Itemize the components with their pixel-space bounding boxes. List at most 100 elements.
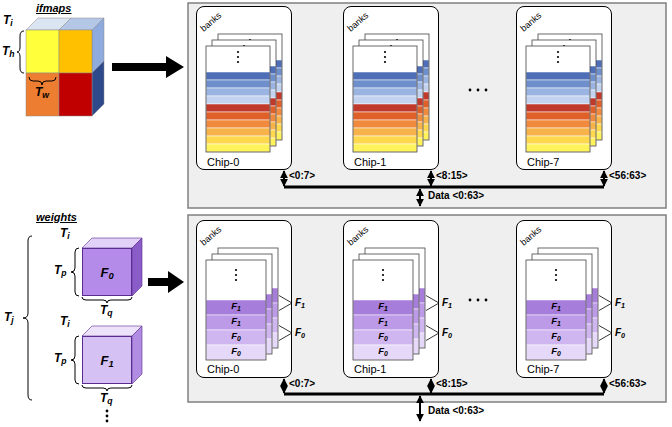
- bank-row: [526, 96, 590, 104]
- data-port: [419, 189, 421, 206]
- subscript: p: [61, 268, 66, 278]
- bank-row: [206, 88, 270, 96]
- dot: [235, 269, 237, 271]
- bank-row: [353, 72, 417, 80]
- bank-row: [526, 136, 590, 144]
- bank-page: [206, 46, 270, 152]
- bank-row: [206, 345, 266, 360]
- filter-tag: F0: [442, 327, 452, 339]
- chip-ground: [196, 220, 292, 378]
- filter-label: F0: [100, 265, 113, 280]
- subscript: 1: [448, 301, 452, 310]
- bank-page: [206, 260, 266, 360]
- subscript: 1: [301, 301, 305, 310]
- dimension: Th: [2, 45, 15, 59]
- fan-line: [279, 296, 292, 311]
- brace: [17, 31, 24, 73]
- fan-line: [599, 326, 612, 341]
- chip-label: Chip-1: [354, 363, 386, 376]
- ellipsis-dot: [106, 415, 109, 418]
- stripe-label: F1: [206, 316, 266, 327]
- bank-outline: [353, 46, 417, 152]
- bus-label: Data <0:63>: [428, 190, 484, 202]
- stripe-label: F1: [526, 301, 586, 312]
- brace: [23, 236, 32, 400]
- subscript: 0: [557, 335, 561, 342]
- data-port: [419, 396, 421, 421]
- bank-row: [206, 315, 266, 330]
- bank-row: [526, 128, 590, 136]
- dot: [237, 61, 239, 63]
- subscript: q: [107, 396, 112, 406]
- dimension: Ti: [3, 14, 13, 28]
- chip-label: Chip-1: [354, 156, 386, 169]
- subscript: q: [107, 308, 112, 318]
- data-bus: [284, 186, 604, 189]
- bit-range: <8:15>: [436, 378, 468, 390]
- dimension: Tq: [100, 392, 113, 406]
- bank-row: [526, 88, 590, 96]
- bank-outline: [206, 46, 270, 152]
- subscript: 0: [301, 331, 305, 340]
- bank-row: [526, 104, 590, 112]
- subscript: 1: [557, 305, 561, 312]
- bank-outline: [206, 260, 266, 360]
- ellipsis-dot: [485, 299, 488, 302]
- chip-box: Chip-7: [516, 220, 612, 378]
- subscript: i: [67, 231, 69, 241]
- brace: [71, 336, 79, 384]
- chip-box: Chip-7: [516, 6, 612, 170]
- bank-row: [526, 345, 586, 360]
- bank-row: [353, 80, 417, 88]
- bit-range: <56:63>: [609, 170, 646, 182]
- cube-top: [82, 238, 142, 248]
- dot: [555, 269, 557, 271]
- stripe-label: F0: [206, 346, 266, 357]
- bank-row: [206, 136, 270, 144]
- bank-row: [206, 128, 270, 136]
- bank-row: [526, 80, 590, 88]
- subscript: 0: [108, 271, 113, 281]
- bank-row: [206, 112, 270, 120]
- bit-range: <56:63>: [609, 378, 646, 390]
- dimension: Ti: [60, 227, 70, 241]
- subscript: j: [11, 315, 13, 325]
- ellipsis-dot: [106, 410, 109, 413]
- bank-row: [353, 112, 417, 120]
- cube-side: [92, 61, 104, 116]
- memory-panel: [188, 3, 666, 208]
- chip-label: Chip-7: [527, 156, 559, 169]
- dot: [557, 56, 559, 58]
- bank-row: [353, 144, 417, 152]
- bank-row: [353, 345, 413, 360]
- dot: [235, 274, 237, 276]
- ellipsis-dot: [469, 89, 472, 92]
- dimension: Tp: [54, 264, 67, 278]
- bank-row: [206, 96, 270, 104]
- subscript: 0: [384, 350, 388, 357]
- chip-ground: [516, 6, 612, 170]
- filter-tag: F0: [295, 327, 305, 339]
- cube-side: [132, 326, 142, 384]
- dimension: Tw: [35, 86, 49, 100]
- ellipsis-dot: [469, 299, 472, 302]
- dot: [384, 61, 386, 63]
- bank-outline: [526, 46, 590, 152]
- bank-row: [526, 330, 586, 345]
- chip-port: [603, 171, 605, 186]
- bit-range: <0:7>: [289, 170, 315, 182]
- bit-range: <0:7>: [289, 378, 315, 390]
- bank-row: [206, 300, 266, 315]
- dot: [235, 279, 237, 281]
- subscript: p: [61, 356, 66, 366]
- data-bus: [284, 393, 604, 396]
- stripe-label: F0: [526, 346, 586, 357]
- brace: [29, 77, 56, 85]
- bank-row: [206, 330, 266, 345]
- subscript: 1: [108, 359, 113, 369]
- dimension: Tj: [4, 311, 14, 325]
- bank-row: [526, 315, 586, 330]
- chip-label: Chip-0: [207, 156, 239, 169]
- bank-row: [526, 72, 590, 80]
- chip-box: Chip-1: [343, 6, 439, 170]
